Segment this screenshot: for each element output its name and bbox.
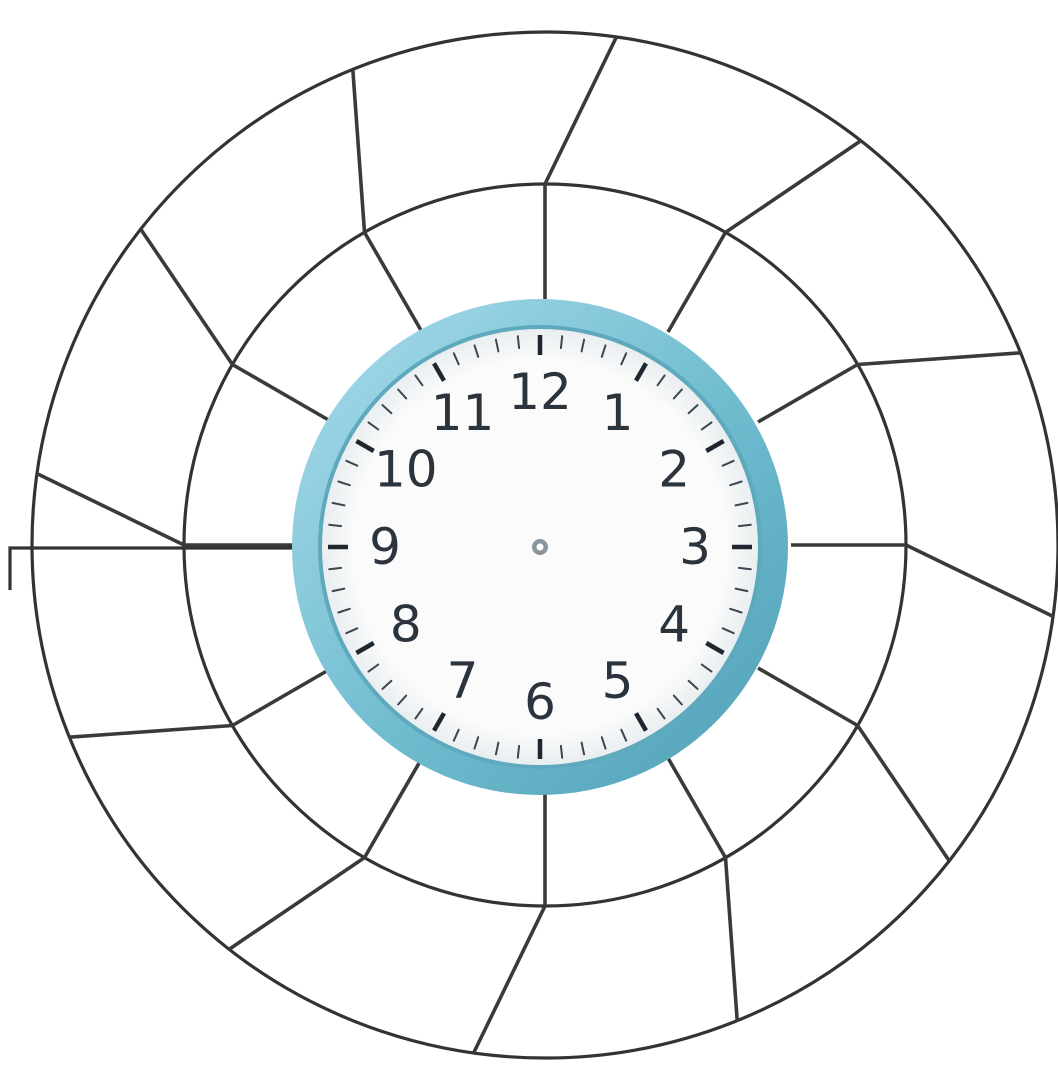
- minute-tick: [518, 336, 519, 348]
- outer-segment-divider: [229, 858, 364, 950]
- hour-numeral-2: 2: [658, 441, 690, 499]
- outer-segment-divider: [69, 726, 232, 738]
- minute-tick: [329, 568, 341, 569]
- inner-segment-divider: [758, 365, 858, 423]
- hour-numeral-7: 7: [447, 652, 479, 710]
- outer-segment-divider: [141, 229, 233, 364]
- minute-tick: [739, 525, 751, 526]
- hour-numeral-10: 10: [374, 441, 438, 499]
- outer-segment-divider: [726, 858, 738, 1021]
- outer-segment-divider: [474, 906, 545, 1053]
- inner-segment-divider: [365, 232, 423, 332]
- inner-segment-divider: [365, 758, 423, 858]
- inner-segment-divider: [232, 668, 332, 726]
- inner-segment-divider: [232, 365, 332, 423]
- hour-numeral-9: 9: [369, 518, 401, 576]
- hour-numeral-11: 11: [431, 384, 495, 442]
- hour-numeral-4: 4: [658, 596, 690, 654]
- hour-numeral-12: 12: [508, 363, 572, 421]
- minute-tick: [329, 525, 341, 526]
- outer-segment-divider: [858, 353, 1021, 365]
- outer-segment-divider: [726, 141, 861, 233]
- outer-segment-divider: [353, 69, 365, 232]
- minute-tick: [518, 746, 519, 758]
- outer-segment-divider: [545, 37, 616, 184]
- start-marker-line: [10, 548, 332, 590]
- minute-tick: [561, 746, 562, 758]
- outer-segment-divider: [37, 474, 184, 545]
- inner-segment-divider: [668, 758, 726, 858]
- inner-segment-divider: [668, 232, 726, 332]
- inner-segment-divider: [758, 668, 858, 726]
- outer-segment-divider: [906, 545, 1053, 616]
- center-pin-hole: [537, 544, 544, 551]
- hour-numeral-3: 3: [679, 518, 711, 576]
- outer-segment-divider: [858, 726, 950, 861]
- minute-tick: [561, 336, 562, 348]
- minute-tick: [739, 568, 751, 569]
- hour-numeral-1: 1: [602, 384, 634, 442]
- hour-numeral-5: 5: [602, 652, 634, 710]
- hour-numeral-8: 8: [390, 596, 422, 654]
- hour-numeral-6: 6: [524, 673, 556, 731]
